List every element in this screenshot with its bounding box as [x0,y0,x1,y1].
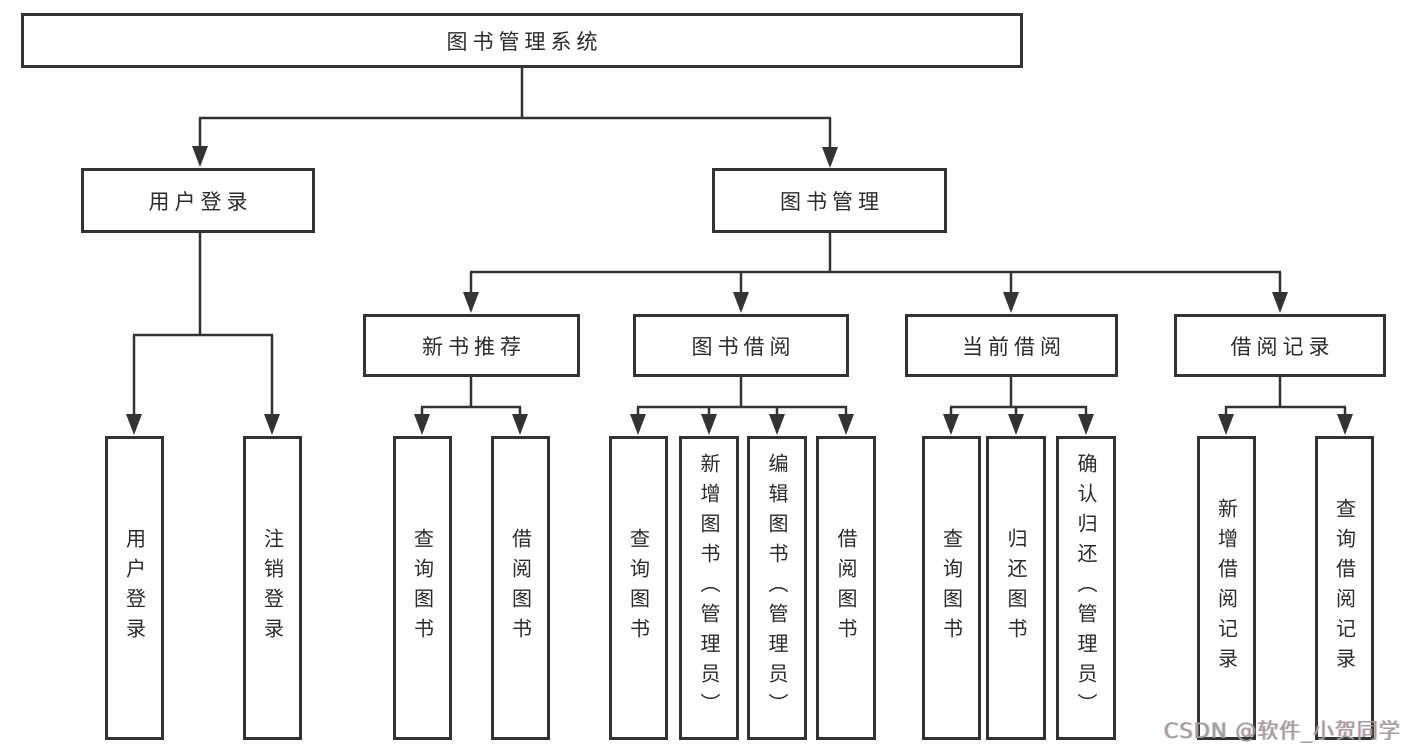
leaf-query-books-recommend-label: 查询图书 [410,528,435,648]
leaf-confirm-return-admin-label: 确认归还（管理员） [1074,453,1098,723]
node-borrowing-records-label: 借阅记录 [1230,334,1335,359]
arrowhead [1272,292,1288,313]
arrowhead [822,147,838,168]
leaf-add-book-admin-label: 新增图书（管理员） [697,453,721,723]
node-book-management-label: 图书管理 [780,189,884,214]
leaf-query-books-current-label: 查询图书 [939,528,964,648]
node-root-label: 图书管理系统 [446,29,603,54]
node-current-borrowing: 当前借阅 [905,314,1118,377]
arrowhead [1003,292,1019,313]
arrowhead [733,292,749,313]
node-borrowing-records: 借阅记录 [1174,314,1386,377]
leaf-edit-book-admin: 编辑图书（管理员） [747,436,807,740]
arrowhead [1337,414,1353,435]
node-book-borrowing: 图书借阅 [633,314,849,377]
arrowhead [126,414,142,435]
leaf-query-books-borrowing: 查询图书 [609,436,668,740]
arrowhead [192,146,208,167]
leaf-borrow-books-recommend: 借阅图书 [491,436,550,740]
leaf-add-borrow-record: 新增借阅记录 [1197,436,1256,740]
node-book-management: 图书管理 [712,168,947,233]
leaf-query-books-current: 查询图书 [922,436,981,740]
leaf-query-books-recommend: 查询图书 [393,436,452,740]
arrowhead [1078,414,1094,435]
node-book-borrowing-label: 图书借阅 [691,334,796,359]
arrowhead [512,414,528,435]
arrowhead [943,414,959,435]
arrowhead [1218,414,1234,435]
leaf-user-login: 用户登录 [105,436,164,740]
leaf-add-borrow-record-label: 新增借阅记录 [1214,498,1239,678]
arrowheads [126,146,1353,435]
leaf-query-borrow-record-label: 查询借阅记录 [1332,498,1357,678]
leaf-borrow-books-borrowing: 借阅图书 [816,436,876,740]
node-user-login: 用户登录 [81,168,315,233]
arrowhead [1008,414,1024,435]
arrowhead [838,414,854,435]
leaf-return-books-label: 归还图书 [1004,528,1028,648]
arrowhead [463,292,479,313]
leaf-borrow-books-recommend-label: 借阅图书 [508,528,533,648]
leaf-user-login-label: 用户登录 [122,528,147,648]
node-new-book-recommend-label: 新书推荐 [422,334,526,359]
node-user-login-label: 用户登录 [148,189,253,214]
leaf-query-borrow-record: 查询借阅记录 [1315,436,1374,740]
node-new-book-recommend: 新书推荐 [363,314,580,377]
leaf-logout-label: 注销登录 [260,528,285,648]
node-current-borrowing-label: 当前借阅 [962,334,1066,359]
leaf-query-books-borrowing-label: 查询图书 [626,528,651,648]
node-root: 图书管理系统 [21,13,1023,68]
leaf-borrow-books-borrowing-label: 借阅图书 [834,528,858,648]
leaf-edit-book-admin-label: 编辑图书（管理员） [765,453,789,723]
arrowhead [630,414,646,435]
arrowhead [769,414,785,435]
arrowhead [414,414,430,435]
leaf-return-books: 归还图书 [986,436,1046,740]
arrowhead [264,414,280,435]
leaf-confirm-return-admin: 确认归还（管理员） [1056,436,1116,740]
connector-lines [132,68,1347,419]
leaf-add-book-admin: 新增图书（管理员） [679,436,739,740]
arrowhead [701,414,717,435]
leaf-logout: 注销登录 [243,436,302,740]
